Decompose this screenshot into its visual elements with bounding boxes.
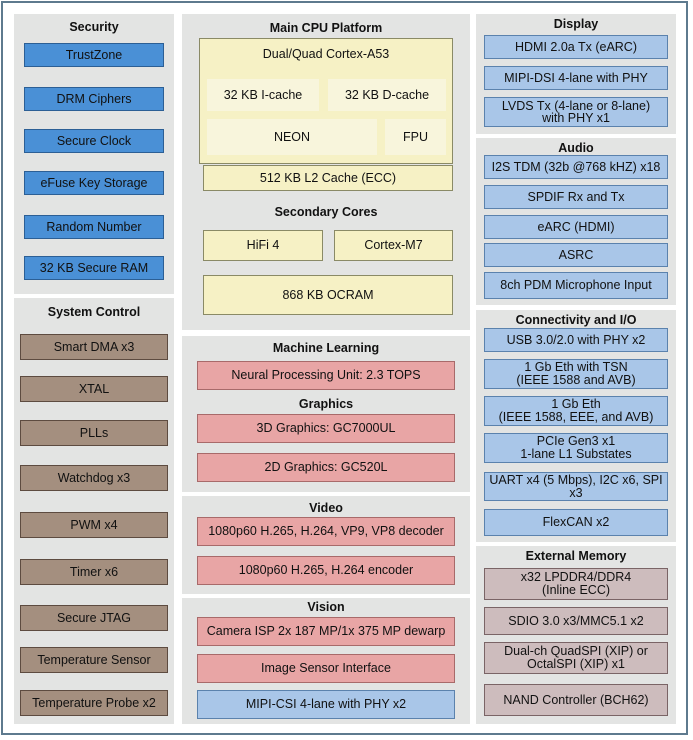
uart-i2c-spi-block: UART x4 (5 Mbps), I2C x6, SPI x3 <box>484 472 668 501</box>
system-control-panel: System Control Smart DMA x3 XTAL PLLs Wa… <box>14 298 174 724</box>
ocram-block: 868 KB OCRAM <box>203 275 453 315</box>
security-title: Security <box>69 20 119 34</box>
pdm-microphone-block: 8ch PDM Microphone Input <box>484 272 668 299</box>
cortex-m7-block: Cortex-M7 <box>334 230 453 261</box>
vision-panel: Vision Camera ISP 2x 187 MP/1x 375 MP de… <box>182 598 470 724</box>
xtal-block: XTAL <box>20 376 168 402</box>
gpu-3d-block: 3D Graphics: GC7000UL <box>197 414 455 443</box>
lpddr4-block: x32 LPDDR4/DDR4 (Inline ECC) <box>484 568 668 600</box>
external-memory-panel: External Memory x32 LPDDR4/DDR4 (Inline … <box>476 546 676 724</box>
external-memory-title: External Memory <box>525 549 627 563</box>
i2s-tdm-block: I2S TDM (32b @768 kHZ) x18 <box>484 155 668 179</box>
ml-panel: Machine Learning Neural Processing Unit:… <box>182 336 470 492</box>
flexcan-block: FlexCAN x2 <box>484 509 668 536</box>
trustzone-block: TrustZone <box>24 43 164 67</box>
pwm-block: PWM x4 <box>20 512 168 538</box>
cpu-title: Main CPU Platform <box>269 21 383 35</box>
smart-dma-block: Smart DMA x3 <box>20 334 168 360</box>
secondary-cores-title: Secondary Cores <box>274 205 378 219</box>
system-control-title: System Control <box>47 305 141 319</box>
temperature-sensor-block: Temperature Sensor <box>20 647 168 673</box>
efuse-key-storage-block: eFuse Key Storage <box>24 171 164 195</box>
random-number-block: Random Number <box>24 215 164 239</box>
temperature-probe-block: Temperature Probe x2 <box>20 690 168 716</box>
video-decoder-block: 1080p60 H.265, H.264, VP9, VP8 decoder <box>197 517 455 546</box>
cpu-core-label: Dual/Quad Cortex-A53 <box>262 47 390 61</box>
security-panel: Security TrustZone DRM Ciphers Secure Cl… <box>14 14 174 294</box>
hdmi-tx-block: HDMI 2.0a Tx (eARC) <box>484 35 668 59</box>
npu-block: Neural Processing Unit: 2.3 TOPS <box>197 361 455 390</box>
mipi-dsi-block: MIPI-DSI 4-lane with PHY <box>484 66 668 90</box>
display-panel: Display HDMI 2.0a Tx (eARC) MIPI-DSI 4-l… <box>476 14 676 134</box>
icache-block: 32 KB I-cache <box>207 79 319 111</box>
video-title: Video <box>309 501 343 515</box>
hifi4-block: HiFi 4 <box>203 230 323 261</box>
secure-ram-block: 32 KB Secure RAM <box>24 256 164 280</box>
connectivity-title: Connectivity and I/O <box>515 313 637 327</box>
display-title: Display <box>553 17 599 31</box>
neon-block: NEON <box>207 119 377 155</box>
ml-title: Machine Learning <box>272 341 380 355</box>
nand-controller-block: NAND Controller (BCH62) <box>484 684 668 716</box>
dcache-block: 32 KB D-cache <box>328 79 446 111</box>
pcie-block: PCIe Gen3 x1 1-lane L1 Substates <box>484 433 668 463</box>
spdif-block: SPDIF Rx and Tx <box>484 185 668 209</box>
eth-block: 1 Gb Eth (IEEE 1588, EEE, and AVB) <box>484 396 668 426</box>
lvds-tx-block: LVDS Tx (4-lane or 8-lane) with PHY x1 <box>484 97 668 127</box>
l2-cache-block: 512 KB L2 Cache (ECC) <box>203 165 453 191</box>
audio-title: Audio <box>558 141 594 155</box>
secure-clock-block: Secure Clock <box>24 129 164 153</box>
watchdog-block: Watchdog x3 <box>20 465 168 491</box>
connectivity-panel: Connectivity and I/O USB 3.0/2.0 with PH… <box>476 310 676 542</box>
video-panel: Video 1080p60 H.265, H.264, VP9, VP8 dec… <box>182 496 470 594</box>
secure-jtag-block: Secure JTAG <box>20 605 168 631</box>
mipi-csi-block: MIPI-CSI 4-lane with PHY x2 <box>197 690 455 719</box>
fpu-block: FPU <box>385 119 446 155</box>
video-encoder-block: 1080p60 H.265, H.264 encoder <box>197 556 455 585</box>
asrc-block: ASRC <box>484 243 668 267</box>
image-sensor-interface-block: Image Sensor Interface <box>197 654 455 683</box>
usb-block: USB 3.0/2.0 with PHY x2 <box>484 328 668 352</box>
graphics-title: Graphics <box>298 397 354 411</box>
audio-panel: Audio I2S TDM (32b @768 kHZ) x18 SPDIF R… <box>476 138 676 305</box>
camera-isp-block: Camera ISP 2x 187 MP/1x 375 MP dewarp <box>197 617 455 646</box>
cpu-panel: Main CPU Platform Dual/Quad Cortex-A53 3… <box>182 14 470 330</box>
gpu-2d-block: 2D Graphics: GC520L <box>197 453 455 482</box>
timer-block: Timer x6 <box>20 559 168 585</box>
eth-tsn-block: 1 Gb Eth with TSN (IEEE 1588 and AVB) <box>484 359 668 389</box>
vision-title: Vision <box>307 600 345 614</box>
quadspi-octalspi-block: Dual-ch QuadSPI (XIP) or OctalSPI (XIP) … <box>484 642 668 674</box>
plls-block: PLLs <box>20 420 168 446</box>
sdio-mmc-block: SDIO 3.0 x3/MMC5.1 x2 <box>484 607 668 635</box>
earc-block: eARC (HDMI) <box>484 215 668 239</box>
drm-ciphers-block: DRM Ciphers <box>24 87 164 111</box>
